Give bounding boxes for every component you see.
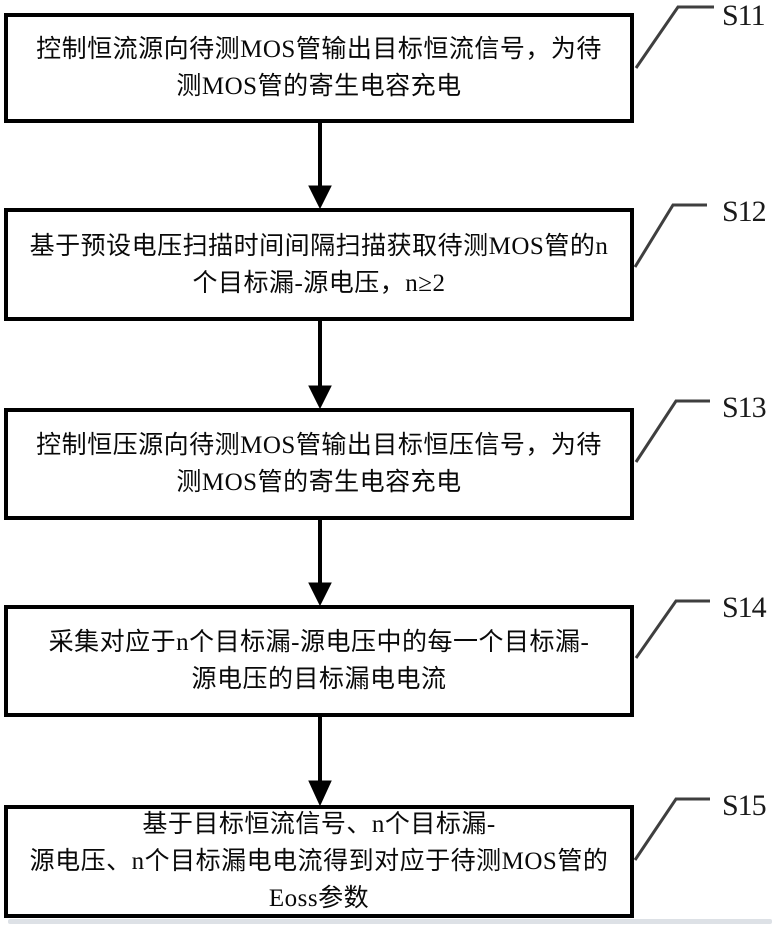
connector-s11 <box>634 5 714 69</box>
flow-step-box-s13: 控制恒压源向待测MOS管输出目标恒压信号，为待 测MOS管的寄生电容充电 <box>4 408 634 520</box>
step-label-s11: S11 <box>722 0 766 32</box>
step-label-s14: S14 <box>722 591 767 624</box>
connector-s14 <box>634 599 710 659</box>
arrow-head-2 <box>308 385 332 410</box>
flow-step-text-s14: 采集对应于n个目标漏-源电压中的每一个目标漏- 源电压的目标漏电电流 <box>48 629 590 693</box>
flow-step-box-s14: 采集对应于n个目标漏-源电压中的每一个目标漏- 源电压的目标漏电电流 <box>4 605 634 717</box>
flow-step-box-s11: 控制恒流源向待测MOS管输出目标恒流信号，为待 测MOS管的寄生电容充电 <box>4 13 634 123</box>
arrow-head-1 <box>308 185 332 210</box>
flow-step-text-s12: 基于预设电压扫描时间间隔扫描获取待测MOS管的n 个目标漏-源电压，n≥2 <box>29 232 609 297</box>
connector-s12 <box>633 203 707 268</box>
flow-step-box-s12: 基于预设电压扫描时间间隔扫描获取待测MOS管的n 个目标漏-源电压，n≥2 <box>4 208 634 321</box>
step-label-s15: S15 <box>722 789 767 822</box>
arrow-head-3 <box>308 582 332 607</box>
flow-step-text-s15: 基于目标恒流信号、n个目标漏- 源电压、n个目标漏电电流得到对应于待测MOS管的… <box>29 811 609 912</box>
flow-step-box-s15: 基于目标恒流信号、n个目标漏- 源电压、n个目标漏电电流得到对应于待测MOS管的… <box>4 805 634 918</box>
flow-step-text-s13: 控制恒压源向待测MOS管输出目标恒压信号，为待 测MOS管的寄生电容充电 <box>36 432 602 496</box>
connector-s15 <box>633 797 710 861</box>
flow-step-text-s11: 控制恒流源向待测MOS管输出目标恒流信号，为待 测MOS管的寄生电容充电 <box>36 36 602 100</box>
arrow-head-4 <box>308 780 332 807</box>
step-label-s12: S12 <box>722 195 767 228</box>
step-label-s13: S13 <box>722 391 767 424</box>
connector-s13 <box>634 399 710 463</box>
scan-artifact-line <box>8 919 772 924</box>
